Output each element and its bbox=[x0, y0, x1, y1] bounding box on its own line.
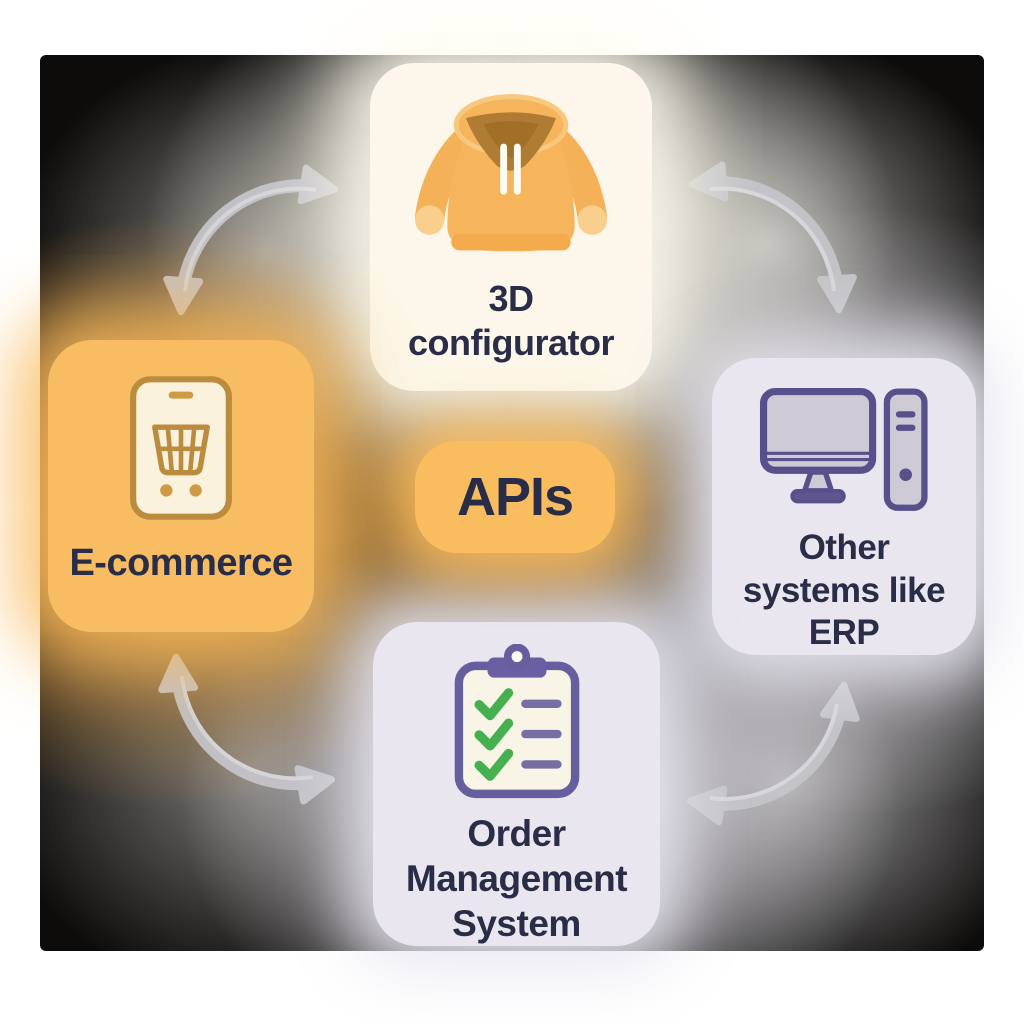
arrow-ecommerce-oms bbox=[158, 653, 336, 805]
arrows-layer bbox=[158, 161, 860, 826]
node-label-3d-configurator: 3D configurator bbox=[408, 278, 615, 363]
node-label-ecommerce: E-commerce bbox=[69, 542, 293, 584]
desktop-computer-icon bbox=[759, 388, 928, 511]
node-label-apis: APIs bbox=[456, 467, 574, 527]
arrow-oms-erp bbox=[686, 681, 860, 826]
node-label-order-management: Order Management System bbox=[405, 812, 628, 944]
node-order-management: Order Management System bbox=[373, 622, 660, 946]
arrow-ecommerce-configurator bbox=[163, 164, 339, 316]
node-apis: APIs bbox=[415, 441, 615, 553]
hoodie-icon bbox=[415, 94, 607, 252]
arrow-configurator-erp bbox=[688, 161, 857, 314]
mobile-shopping-cart-icon bbox=[130, 376, 232, 520]
clipboard-checklist-icon bbox=[454, 644, 579, 799]
node-erp: Other systems like ERP bbox=[712, 358, 976, 655]
node-3d-configurator: 3D configurator bbox=[370, 63, 652, 391]
diagram-canvas: 3D configurator E-commerce bbox=[40, 55, 984, 951]
node-ecommerce: E-commerce bbox=[48, 340, 314, 632]
node-label-erp: Other systems like ERP bbox=[742, 527, 946, 653]
